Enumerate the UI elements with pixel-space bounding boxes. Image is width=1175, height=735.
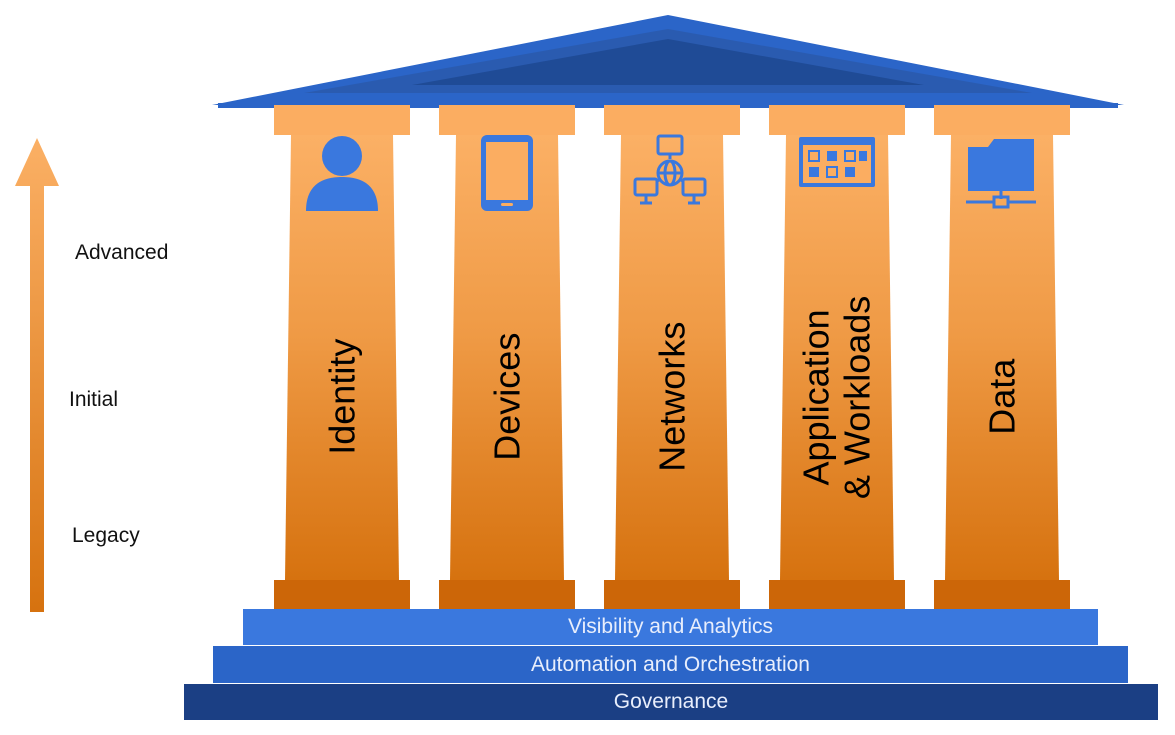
pillar-capital	[274, 105, 410, 135]
pillar-label-line: Devices	[486, 332, 528, 462]
maturity-arrow	[15, 138, 59, 612]
pillar-label-line: Identity	[321, 338, 363, 456]
pillar-base	[604, 580, 740, 610]
pillar-identity: Identity	[274, 105, 410, 610]
level-legacy-label: Legacy	[72, 524, 140, 547]
pillar-shaft	[780, 135, 894, 580]
pillar-data: Data	[934, 105, 1070, 610]
pillar-label-devices: Devices	[486, 333, 527, 461]
folder-network-icon	[966, 139, 1036, 209]
level-advanced-label: Advanced	[75, 241, 169, 264]
pillar-label-identity: Identity	[321, 339, 362, 455]
level-initial-label: Initial	[69, 388, 119, 411]
pillar-application-workloads: Application & Workloads	[769, 105, 905, 610]
pillar-networks: Networks	[604, 105, 740, 610]
pillar-capital	[769, 105, 905, 135]
pillar-capital	[934, 105, 1070, 135]
foundation-visibility-analytics: Visibility and Analytics	[243, 609, 1098, 645]
foundation-governance: Governance	[184, 684, 1158, 720]
pillar-label-application-workloads: Application & Workloads	[796, 295, 879, 498]
pillar-base	[934, 580, 1070, 610]
pillar-base	[274, 580, 410, 610]
pillar-capital	[604, 105, 740, 135]
pillar-label-line: Application	[795, 308, 837, 486]
pillar-label-line: & Workloads	[837, 295, 879, 499]
pillar-base	[769, 580, 905, 610]
pillar-label-line: Data	[981, 358, 1023, 436]
pillar-label-line: Networks	[651, 321, 693, 473]
pillar-capital	[439, 105, 575, 135]
tablet-icon	[481, 135, 533, 211]
pillar-devices: Devices	[439, 105, 575, 610]
pillar-label-data: Data	[981, 359, 1022, 435]
roof	[212, 15, 1124, 108]
foundation-automation-orchestration: Automation and Orchestration	[213, 646, 1128, 683]
pillar-base	[439, 580, 575, 610]
pillar-shaft	[945, 135, 1059, 580]
application-icon	[799, 137, 875, 187]
user-icon	[306, 136, 378, 211]
network-icon	[633, 134, 707, 205]
pillar-shaft	[615, 135, 729, 580]
pillar-label-networks: Networks	[651, 322, 692, 472]
